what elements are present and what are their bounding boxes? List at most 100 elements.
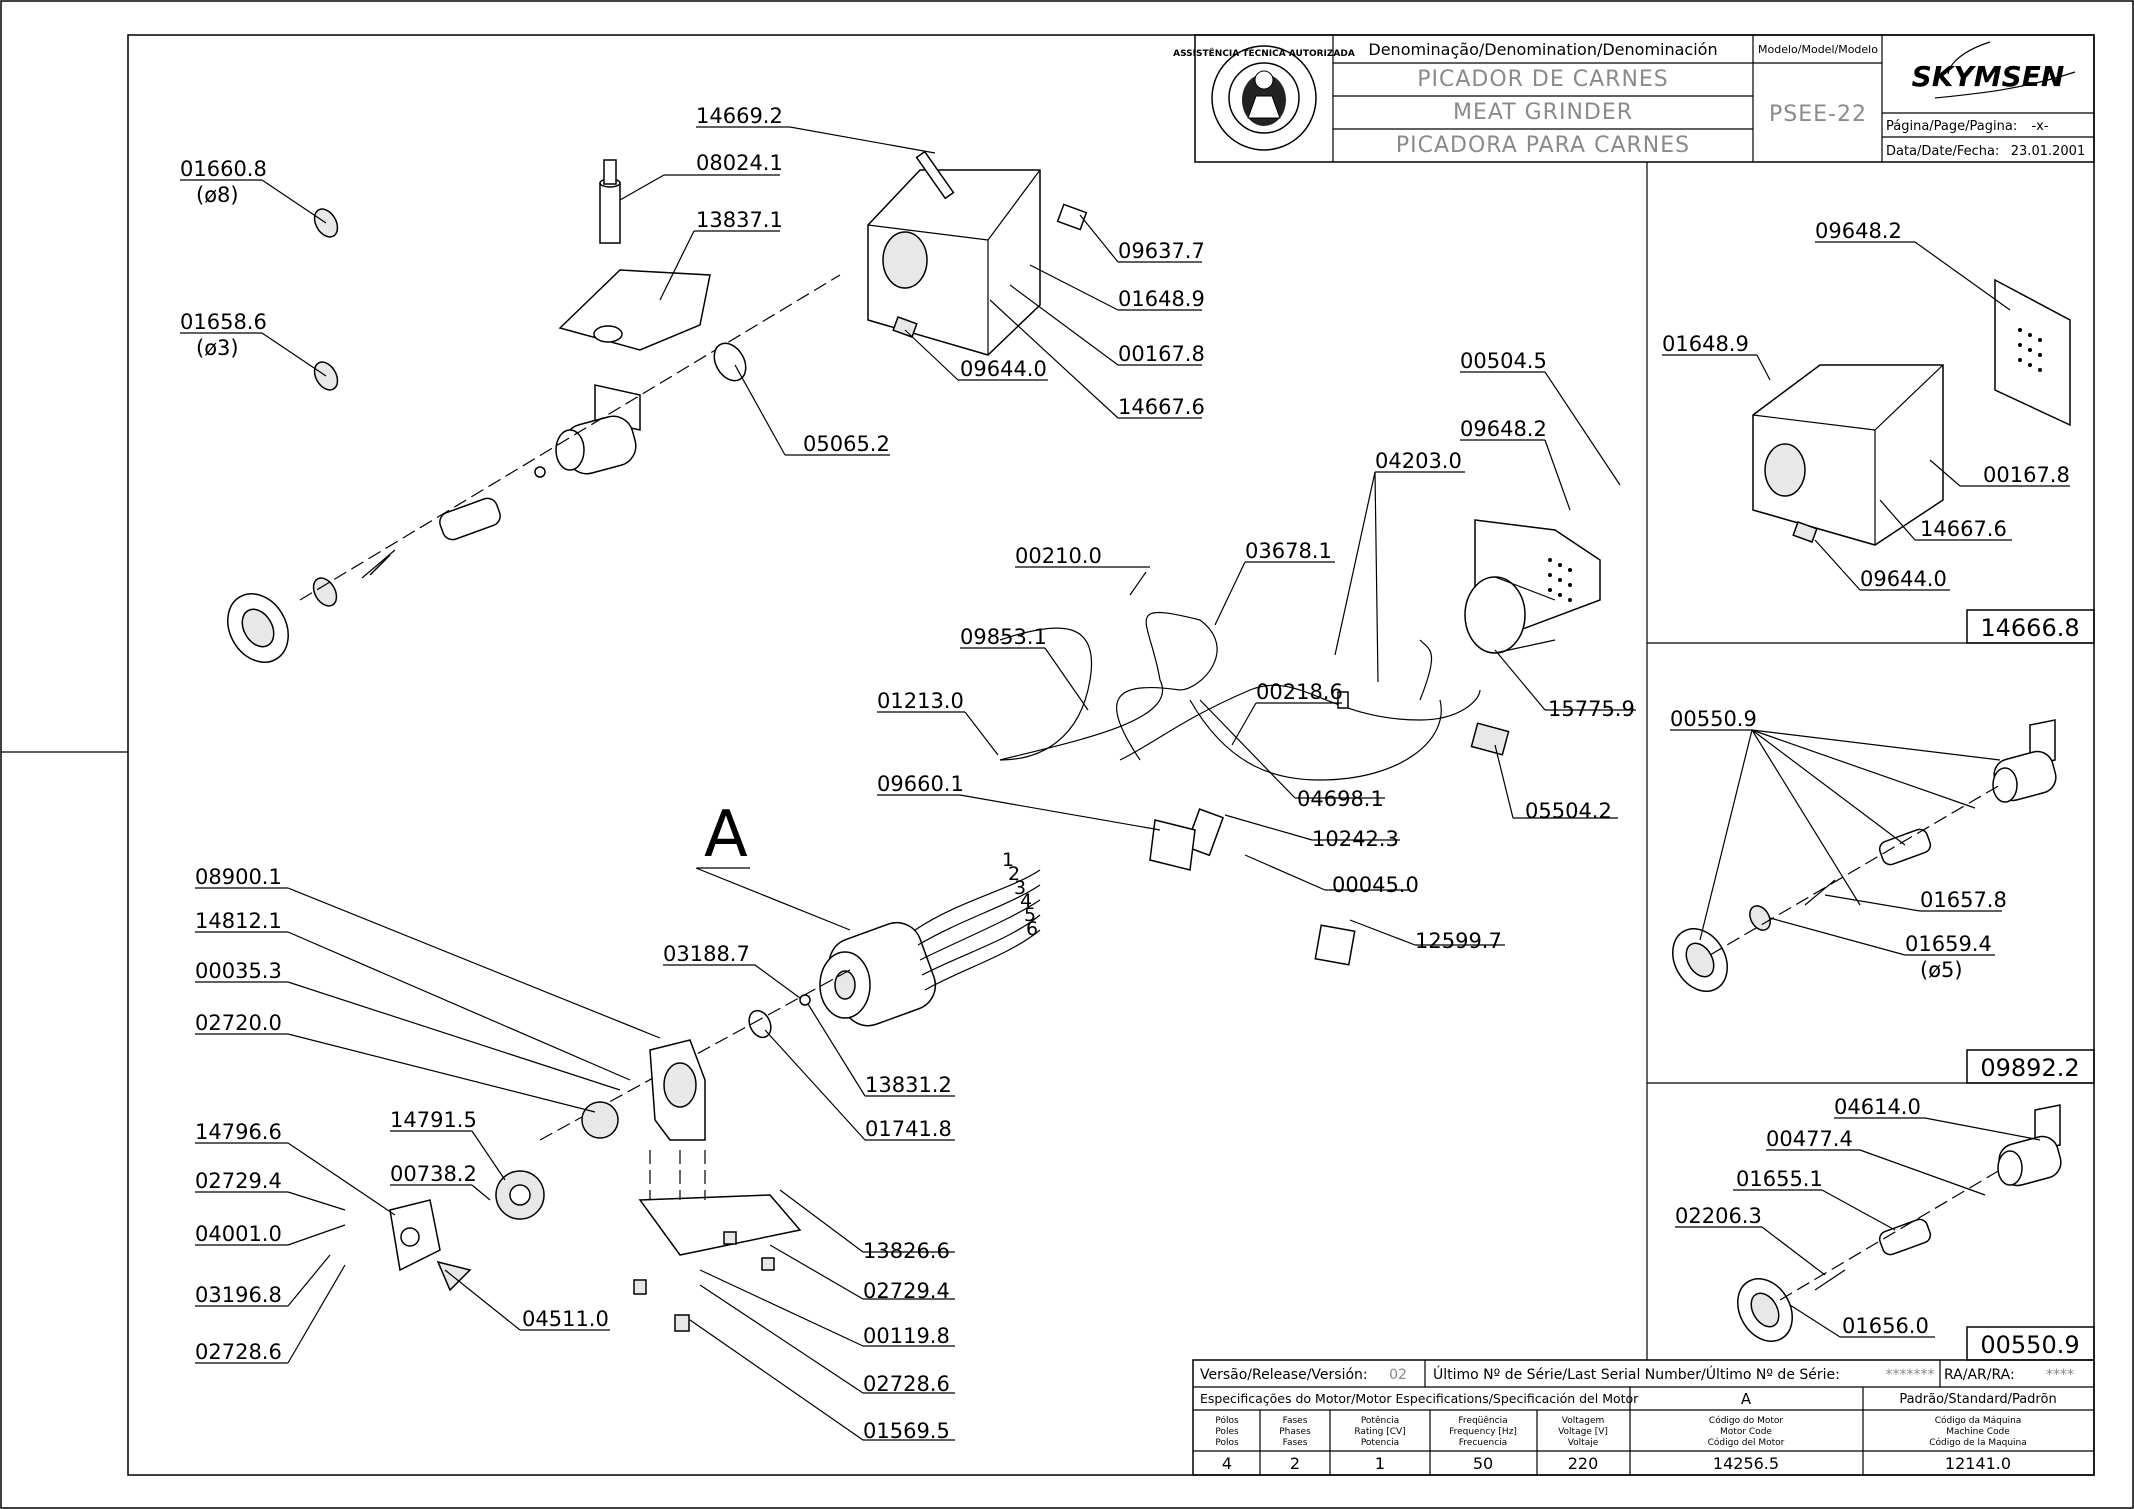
svg-text:4: 4 [1020, 890, 1032, 912]
electrical-group [999, 571, 1510, 966]
panel-3-drawing [1737, 1104, 2062, 1342]
svg-text:2: 2 [1008, 863, 1020, 885]
svg-text:Freqüência: Freqüência [1458, 1415, 1507, 1426]
wire-numbers: 1 2 3 4 5 6 [1002, 849, 1038, 940]
svg-text:Código del Motor: Código del Motor [1708, 1437, 1785, 1448]
label-00210-0: 00210.0 [1015, 544, 1102, 568]
name-pt: PICADOR DE CARNES [1417, 67, 1669, 92]
label-09637-7: 09637.7 [1118, 239, 1205, 263]
svg-text:Poles: Poles [1215, 1427, 1239, 1437]
label-09853-1: 09853.1 [960, 625, 1047, 649]
label-02729-4-b: 02729.4 [863, 1279, 950, 1303]
brand-name: SKYMSEN [1912, 60, 2065, 93]
page-value: -x- [2031, 119, 2048, 134]
panel-1-label-09644-0: 09644.0 [1860, 567, 1947, 591]
label-13826-6: 13826.6 [863, 1239, 950, 1263]
svg-text:1: 1 [1002, 849, 1014, 871]
label-03678-1: 03678.1 [1245, 539, 1332, 563]
svg-text:50: 50 [1473, 1454, 1493, 1473]
date-label: Data/Date/Fecha: [1886, 144, 1999, 159]
svg-text:220: 220 [1568, 1454, 1599, 1473]
label-02728-6-b: 02728.6 [863, 1372, 950, 1396]
leader-lines [180, 126, 2070, 1441]
pusher [599, 182, 621, 244]
panel-1-grill [2018, 328, 2042, 372]
gearbox-group [389, 1039, 802, 1332]
label-14667-6: 14667.6 [1118, 395, 1205, 419]
serial-value: ******* [1886, 1367, 1935, 1383]
svg-text:Polos: Polos [1215, 1438, 1239, 1448]
svg-text:Voltagem: Voltagem [1562, 1416, 1605, 1426]
panel-1-code: 14666.8 [1980, 614, 2079, 642]
label-12599-7: 12599.7 [1415, 929, 1502, 953]
base-plate [638, 1194, 802, 1256]
fan-ring [1464, 576, 1526, 654]
label-00504-5: 00504.5 [1460, 349, 1547, 373]
svg-text:Fases: Fases [1283, 1438, 1308, 1448]
svg-text:6: 6 [1026, 918, 1038, 940]
label-13837-1: 13837.1 [696, 208, 783, 232]
label-00035-3: 00035.3 [195, 959, 282, 983]
label-01213-0: 01213.0 [877, 689, 964, 713]
panel-2-label-01657-8: 01657.8 [1920, 888, 2007, 912]
svg-text:5: 5 [1024, 904, 1036, 926]
label-02728-6-a: 02728.6 [195, 1340, 282, 1364]
ra-value: **** [2046, 1367, 2074, 1383]
svg-text:Machine Code: Machine Code [1946, 1427, 2010, 1437]
label-08900-1: 08900.1 [195, 865, 282, 889]
spec-headers: Pólos Poles Polos Fases Phases Fases Pot… [1215, 1415, 2026, 1448]
svg-text:Potência: Potência [1361, 1415, 1399, 1426]
panel-2-code: 09892.2 [1980, 1054, 2079, 1082]
gear-small [581, 1101, 619, 1139]
label-02720-0: 02720.0 [195, 1011, 282, 1035]
label-14669-2: 14669.2 [696, 104, 783, 128]
fan-housing [1464, 519, 1601, 654]
page-label: Página/Page/Pagina: [1886, 119, 2017, 134]
label-09644-0: 09644.0 [960, 357, 1047, 381]
release-label: Versão/Release/Versión: [1200, 1367, 1368, 1383]
label-00045-0: 00045.0 [1332, 873, 1419, 897]
svg-text:Pólos: Pólos [1215, 1415, 1239, 1426]
panel-1-label-14667-6: 14667.6 [1920, 517, 2007, 541]
seal-disc [713, 342, 747, 382]
motor-spec-label: Especificações do Motor/Motor Especifica… [1200, 1391, 1639, 1406]
svg-text:12141.0: 12141.0 [1945, 1454, 2011, 1473]
view-letter-a: A [704, 798, 748, 872]
svg-text:3: 3 [1014, 877, 1026, 899]
panel-3-label-02206-3: 02206.3 [1675, 1204, 1762, 1228]
electric-box [1314, 924, 1356, 966]
svg-text:14256.5: 14256.5 [1713, 1454, 1779, 1473]
serial-label: Último Nº de Série/Last Serial Number/Úl… [1433, 1365, 1840, 1383]
capacitor-plate [1470, 722, 1510, 756]
model-value: PSEE-22 [1769, 102, 1867, 127]
grill-holes [1548, 558, 1572, 602]
label-01660-8: 01660.8 [180, 157, 267, 181]
right-panels: 14666.8 09892.2 00550.9 [1646, 162, 2095, 1361]
svg-text:Frecuencia: Frecuencia [1459, 1438, 1507, 1448]
svg-text:Motor Code: Motor Code [1720, 1427, 1772, 1437]
svg-text:Potencia: Potencia [1361, 1438, 1399, 1448]
label-05504-2: 05504.2 [1525, 799, 1612, 823]
rubber-feet [633, 1231, 775, 1332]
svg-text:1: 1 [1375, 1454, 1385, 1473]
label-09648-2: 09648.2 [1460, 417, 1547, 441]
date-value: 23.01.2001 [2011, 144, 2085, 159]
label-01648-9: 01648.9 [1118, 287, 1205, 311]
svg-text:Código da Máquina: Código da Máquina [1935, 1415, 2022, 1426]
authorized-service-seal: ASSISTÊNCIA TÉCNICA AUTORIZADA [1173, 45, 1355, 151]
spec-values: 4 2 1 50 220 14256.5 12141.0 [1222, 1454, 2011, 1473]
panel-1-label-09648-2: 09648.2 [1815, 219, 1902, 243]
label-00738-2: 00738.2 [390, 1162, 477, 1186]
label-04698-1: 04698.1 [1297, 787, 1384, 811]
svg-text:Fases: Fases [1283, 1416, 1308, 1426]
panel-1-drawing [1752, 278, 2071, 546]
svg-text:Phases: Phases [1279, 1427, 1311, 1437]
brand-logo: SKYMSEN [1912, 41, 2076, 99]
label-02729-4-a: 02729.4 [195, 1169, 282, 1193]
release-value: 02 [1389, 1367, 1407, 1383]
label-09660-1: 09660.1 [877, 772, 964, 796]
label-01569-5: 01569.5 [863, 1419, 950, 1443]
label-00167-8: 00167.8 [1118, 342, 1205, 366]
panel-1-label-01648-9: 01648.9 [1662, 332, 1749, 356]
